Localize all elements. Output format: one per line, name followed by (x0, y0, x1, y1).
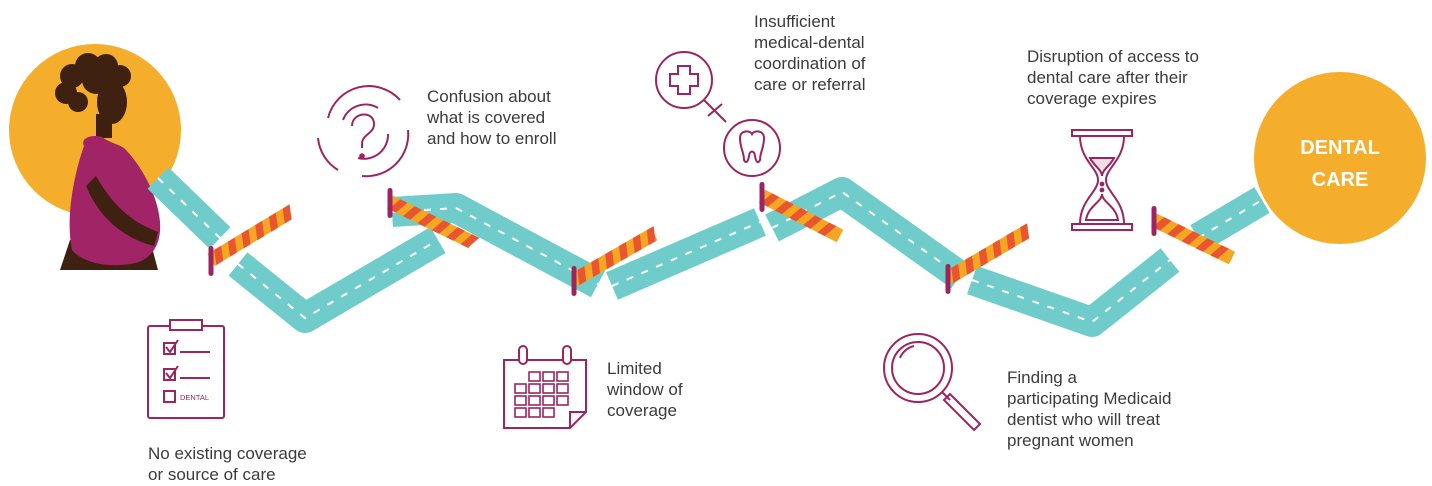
road-center-line (971, 259, 1171, 323)
road-segment (228, 227, 446, 333)
barrier-5-label: Finding a participating Medicaid dentist… (1007, 368, 1172, 450)
hourglass-icon (1071, 129, 1133, 231)
road-segment (147, 167, 231, 249)
question-mark-icon (317, 85, 410, 178)
barrier-4-label: Insufficient medical-dental coordination… (754, 12, 866, 94)
medical-cross-and-tooth-icon (655, 51, 781, 177)
barrier-1-label: No existing coverage or source of care (148, 444, 307, 484)
road-center-line (611, 221, 761, 287)
road-barrier (944, 223, 1030, 294)
magnifying-glass-icon (883, 333, 982, 432)
road-barrier (1150, 206, 1236, 265)
winding-road (147, 167, 1270, 337)
destination-line1: DENTAL (1300, 137, 1380, 159)
calendar-icon (503, 345, 587, 429)
dental-care-destination: DENTAL CARE (1254, 72, 1426, 244)
clipboard-checklist-icon: DENTAL (147, 319, 225, 419)
road-barriers (207, 182, 1236, 296)
road-center-line (237, 239, 439, 319)
road-barrier (570, 226, 658, 296)
barrier-3-label: Limited window of coverage (607, 359, 683, 420)
road-barrier (386, 188, 480, 249)
clipboard-dental-label: DENTAL (180, 393, 209, 402)
barrier-6-label: Disruption of access to dental care afte… (1027, 47, 1199, 108)
barrier-2-label: Confusion about what is covered and how … (427, 87, 557, 148)
destination-line2: CARE (1312, 169, 1369, 191)
road-barrier (758, 182, 844, 243)
road-segment (967, 248, 1180, 337)
road-barrier (207, 204, 292, 276)
road-segment (765, 177, 969, 289)
pregnant-woman-icon (9, 44, 181, 270)
road-center-line (1197, 199, 1263, 239)
